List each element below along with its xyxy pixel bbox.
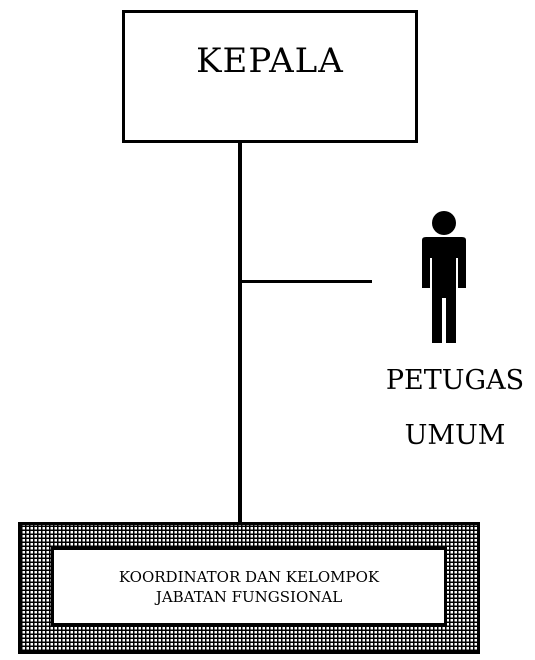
hatched-frame: KOORDINATOR DAN KELOMPOK JABATAN FUNGSIO… xyxy=(18,522,480,654)
vertical-connector-line xyxy=(238,143,242,522)
kepala-label: KEPALA xyxy=(196,40,344,81)
koordinator-label-line1: KOORDINATOR DAN KELOMPOK xyxy=(118,567,380,586)
koordinator-box: KOORDINATOR DAN KELOMPOK JABATAN FUNGSIO… xyxy=(51,547,447,626)
petugas-label-line2: UMUM xyxy=(404,420,506,451)
petugas-label-line1: PETUGAS xyxy=(385,365,525,396)
horizontal-connector-line xyxy=(242,280,372,283)
person-icon xyxy=(422,211,466,343)
kepala-box: KEPALA xyxy=(122,10,418,143)
koordinator-label-line2: JABATAN FUNGSIONAL xyxy=(155,587,343,606)
